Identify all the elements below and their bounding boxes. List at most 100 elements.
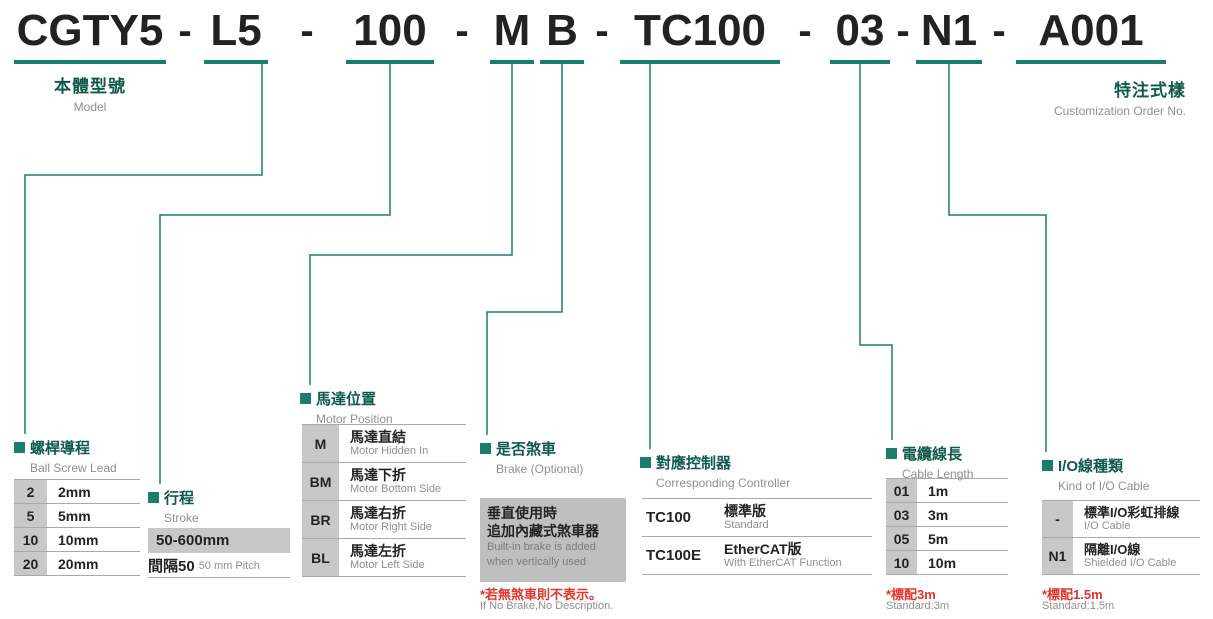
- code-cell: 5: [14, 504, 50, 527]
- code-separator: -: [455, 9, 469, 53]
- ball-screw-lead-table: 2 2mm 5 5mm 10 10mm 20 20mm: [14, 479, 140, 576]
- code-cell: TC100E: [642, 537, 716, 574]
- code-separator: -: [595, 9, 609, 53]
- section-header-brake: 是否煞車 Brake (Optional): [480, 438, 583, 476]
- table-row: 03 3m: [886, 503, 1008, 527]
- value-cell: 馬達左折 Motor Left Side: [350, 542, 425, 572]
- value-cell: 1m: [928, 482, 949, 499]
- value-cell: EtherCAT版 With EtherCAT Function: [724, 540, 842, 570]
- section-subtitle: Brake (Optional): [496, 462, 584, 476]
- section-header-stroke: 行程 Stroke: [148, 487, 199, 525]
- bullet-square-icon: [886, 448, 897, 459]
- value-cell: 隔離I/O線 Shielded I/O Cable: [1084, 541, 1177, 570]
- io-note-zh: *標配1.5m: [1042, 587, 1103, 602]
- section-title: 電纜線長: [902, 446, 963, 463]
- table-row: 05 5m: [886, 527, 1008, 551]
- table-row: BL 馬達左折 Motor Left Side: [302, 539, 466, 577]
- code-cell: M: [302, 425, 342, 462]
- value-cell: 馬達直結 Motor Hidden In: [350, 428, 429, 458]
- table-row: N1 隔離I/O線 Shielded I/O Cable: [1042, 538, 1200, 575]
- code-cell: 10: [886, 551, 920, 574]
- value-cell: 10mm: [58, 531, 99, 548]
- section-subtitle: Motor Position: [316, 412, 393, 426]
- io-cable-table: - 標準I/O彩虹排線 I/O Cable N1 隔離I/O線 Shielded…: [1042, 500, 1200, 575]
- code-separator: -: [896, 9, 910, 53]
- customization-label-zh: 特注式樣: [1114, 81, 1186, 100]
- section-subtitle: Ball Screw Lead: [30, 461, 117, 475]
- value-cell: 2mm: [58, 483, 91, 500]
- value-cell: 標準I/O彩虹排線 I/O Cable: [1084, 504, 1180, 533]
- value-cell: 3m: [928, 506, 949, 523]
- value-cell: 5mm: [58, 507, 91, 524]
- section-header-controller: 對應控制器 Corresponding Controller: [640, 452, 790, 490]
- table-row: 5 5mm: [14, 504, 140, 528]
- bullet-square-icon: [14, 442, 25, 453]
- code-segment-brake: B: [540, 6, 584, 64]
- code-cell: BR: [302, 501, 342, 538]
- connector-line-io-cable: [948, 62, 1047, 452]
- cable-note-zh: *標配3m: [886, 587, 936, 602]
- value-cell: 10m: [928, 554, 957, 571]
- connector-line-cable-length: [859, 62, 893, 440]
- connector-line-motor-position: [309, 62, 513, 385]
- section-subtitle: Corresponding Controller: [656, 476, 791, 490]
- table-row: TC100 標準版 Standard: [642, 499, 872, 537]
- connector-line-ball-screw-lead: [24, 62, 263, 434]
- code-cell: 01: [886, 479, 920, 502]
- model-label-zh: 本體型號: [54, 77, 126, 96]
- motor-position-table: M 馬達直結 Motor Hidden In BM 馬達下折 Motor Bot…: [302, 424, 466, 577]
- code-segment-controller: TC100: [620, 6, 780, 64]
- customization-label: 特注式樣 Customization Order No.: [986, 76, 1186, 118]
- code-cell: 03: [886, 503, 920, 526]
- code-cell: 20: [14, 552, 50, 575]
- code-cell: BL: [302, 539, 342, 576]
- brake-note-en: If No Brake,No Description.: [480, 600, 614, 612]
- code-segment-io-cable: N1: [916, 6, 982, 64]
- connector-line-brake: [486, 62, 563, 435]
- section-header-cable-length: 電纜線長 Cable Length: [886, 443, 973, 481]
- code-segment-motor-position: M: [490, 6, 534, 64]
- code-cell: BM: [302, 463, 342, 500]
- code-cell: 05: [886, 527, 920, 550]
- table-row: TC100E EtherCAT版 With EtherCAT Function: [642, 537, 872, 575]
- section-header-io-cable: I/O線種類 Kind of I/O Cable: [1042, 455, 1149, 493]
- value-cell: 20mm: [58, 555, 99, 572]
- section-title: 馬達位置: [316, 391, 377, 408]
- table-row: 20 20mm: [14, 552, 140, 576]
- section-header-ball-screw-lead: 螺桿導程 Ball Screw Lead: [14, 437, 117, 475]
- brake-description-box: 垂直使用時 追加內藏式煞車器 Built-in brake is added w…: [480, 498, 626, 582]
- bullet-square-icon: [300, 393, 311, 404]
- connector-line-stroke: [159, 62, 391, 484]
- bullet-square-icon: [1042, 460, 1053, 471]
- value-cell: 5m: [928, 530, 949, 547]
- code-separator: -: [992, 9, 1006, 53]
- table-row: BR 馬達右折 Motor Right Side: [302, 501, 466, 539]
- value-cell: 標準版 Standard: [724, 502, 769, 532]
- code-cell: N1: [1042, 538, 1076, 574]
- code-separator: -: [178, 9, 192, 53]
- code-separator: -: [798, 9, 812, 53]
- code-cell: TC100: [642, 499, 716, 536]
- code-cell: 2: [14, 480, 50, 503]
- code-separator: -: [300, 9, 314, 53]
- table-row: 10 10mm: [14, 528, 140, 552]
- section-title: 對應控制器: [656, 455, 732, 472]
- stroke-pitch-en: 50 mm Pitch: [198, 559, 260, 572]
- value-cell: 馬達右折 Motor Right Side: [350, 504, 432, 534]
- code-segment-customization: A001: [1016, 6, 1166, 64]
- cable-note-en: Standard:3m: [886, 600, 949, 612]
- section-title: 是否煞車: [496, 441, 557, 458]
- io-note-en: Standard:1.5m: [1042, 600, 1115, 612]
- table-row: 2 2mm: [14, 480, 140, 504]
- section-subtitle: Kind of I/O Cable: [1058, 479, 1150, 493]
- customization-label-en: Customization Order No.: [1053, 104, 1186, 118]
- code-cell: 10: [14, 528, 50, 551]
- section-title: 螺桿導程: [30, 440, 91, 457]
- section-title: 行程: [164, 490, 195, 507]
- cable-length-table: 01 1m 03 3m 05 5m 10 10m: [886, 478, 1008, 575]
- model-label: 本體型號 Model: [14, 72, 166, 114]
- controller-table: TC100 標準版 Standard TC100E EtherCAT版 With…: [642, 498, 872, 575]
- section-header-motor-position: 馬達位置 Motor Position: [300, 388, 393, 426]
